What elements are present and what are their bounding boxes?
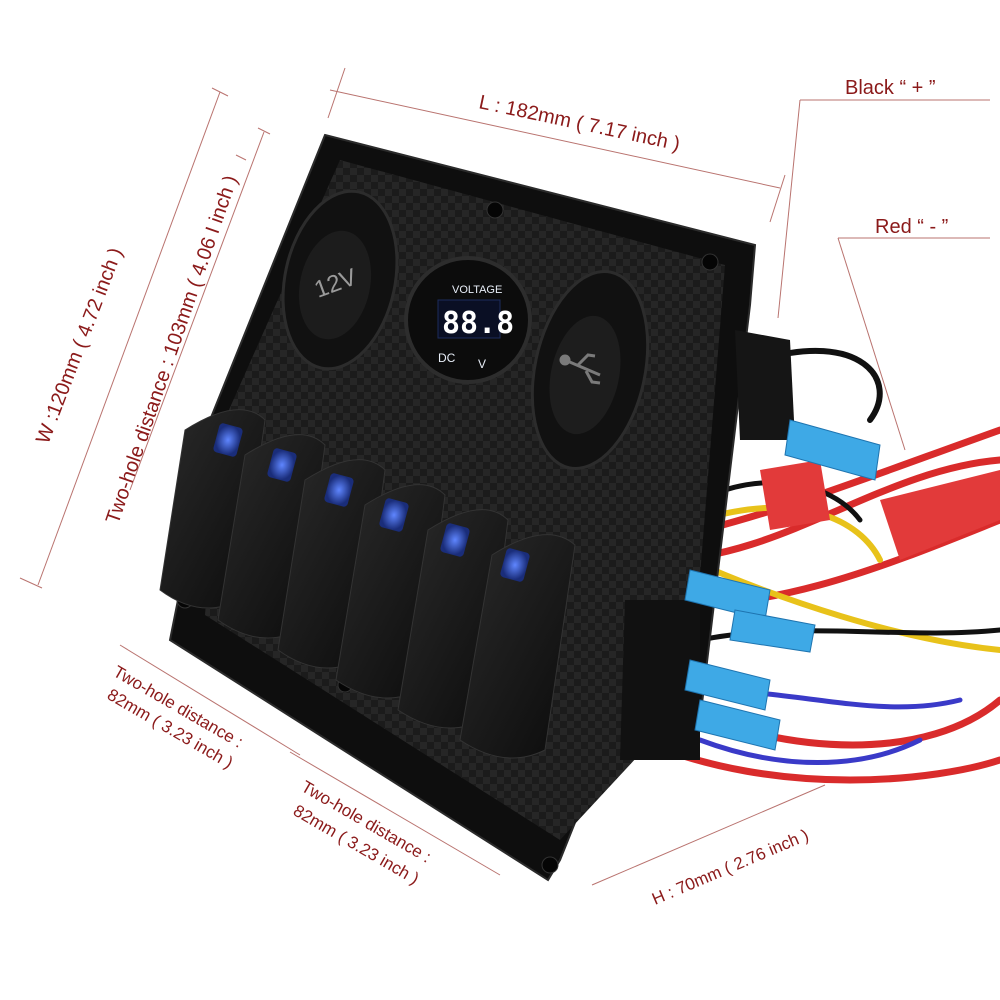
socket-12v: 12V bbox=[281, 189, 399, 371]
black-wire-label: Black “ + ” bbox=[845, 77, 936, 99]
switch-led-icon bbox=[500, 548, 530, 582]
height-dimension-label: H : 70mm ( 2.76 inch ) bbox=[649, 825, 811, 908]
spade-terminals bbox=[684, 419, 881, 751]
voltmeter-display: 88.8 bbox=[442, 306, 514, 341]
rocker-switch-6[interactable] bbox=[459, 534, 576, 759]
socket-usb bbox=[530, 270, 650, 470]
voltmeter-dc-label: DC bbox=[438, 351, 456, 365]
switch-led-icon bbox=[440, 523, 470, 557]
red-wire-label: Red “ - ” bbox=[875, 216, 948, 238]
switch-led-icon bbox=[324, 473, 354, 507]
usb-icon bbox=[559, 353, 601, 385]
width-dimension-label: W :120mm ( 4.72 inch ) bbox=[32, 245, 127, 447]
switch-led-icon bbox=[267, 448, 297, 482]
rocker-switches bbox=[159, 409, 576, 759]
voltmeter-v-label: V bbox=[478, 357, 486, 371]
switch-led-icon bbox=[379, 498, 409, 532]
voltmeter: VOLTAGE 88.8 DC V bbox=[404, 256, 532, 384]
length-dimension-label: L : 182mm ( 7.17 inch ) bbox=[477, 91, 682, 155]
dimension-lines bbox=[19, 67, 990, 886]
voltmeter-title: VOLTAGE bbox=[452, 284, 502, 296]
switch-led-icon bbox=[213, 423, 243, 457]
